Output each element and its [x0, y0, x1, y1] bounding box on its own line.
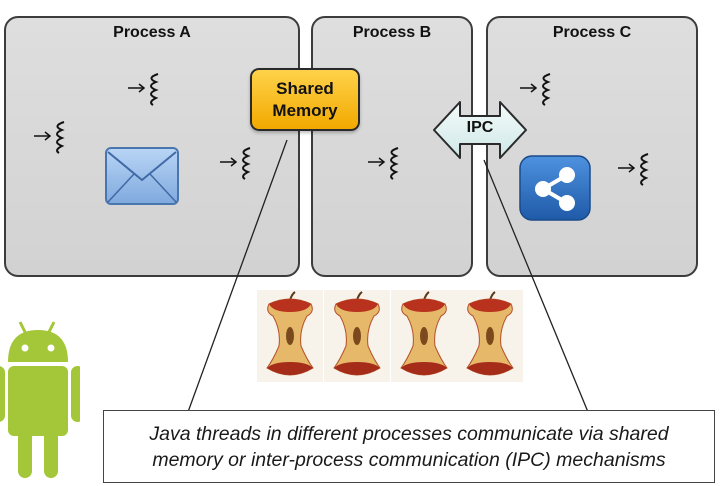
thread-icon	[128, 72, 168, 106]
shared-memory-label-line2: Memory	[272, 100, 338, 120]
apple-core-icon	[391, 290, 457, 382]
android-robot-icon	[0, 321, 80, 478]
thread-icon	[34, 120, 74, 154]
process-b-title: Process B	[352, 24, 432, 41]
apple-core-icon	[457, 290, 523, 382]
share-icon	[519, 155, 591, 221]
apple-core-row	[257, 290, 523, 382]
thread-icon	[618, 152, 658, 186]
shared-memory-box: Shared Memory	[250, 68, 360, 131]
ipc-double-arrow-icon	[433, 101, 527, 159]
apple-core-icon	[324, 290, 390, 382]
ipc-label: IPC	[466, 119, 494, 136]
shared-memory-label-line1: Shared	[276, 78, 334, 98]
caption-line2: memory or inter-process communication (I…	[152, 448, 666, 471]
envelope-icon	[105, 147, 179, 205]
thread-icon	[368, 146, 408, 180]
process-b-box: Process B	[311, 16, 473, 277]
caption-box: Java threads in different processes comm…	[103, 410, 715, 483]
thread-icon	[220, 146, 260, 180]
apple-core-icon	[257, 290, 323, 382]
process-c-title: Process C	[552, 24, 632, 41]
process-a-title: Process A	[113, 24, 191, 41]
caption-line1: Java threads in different processes comm…	[149, 422, 669, 445]
thread-icon	[520, 72, 560, 106]
